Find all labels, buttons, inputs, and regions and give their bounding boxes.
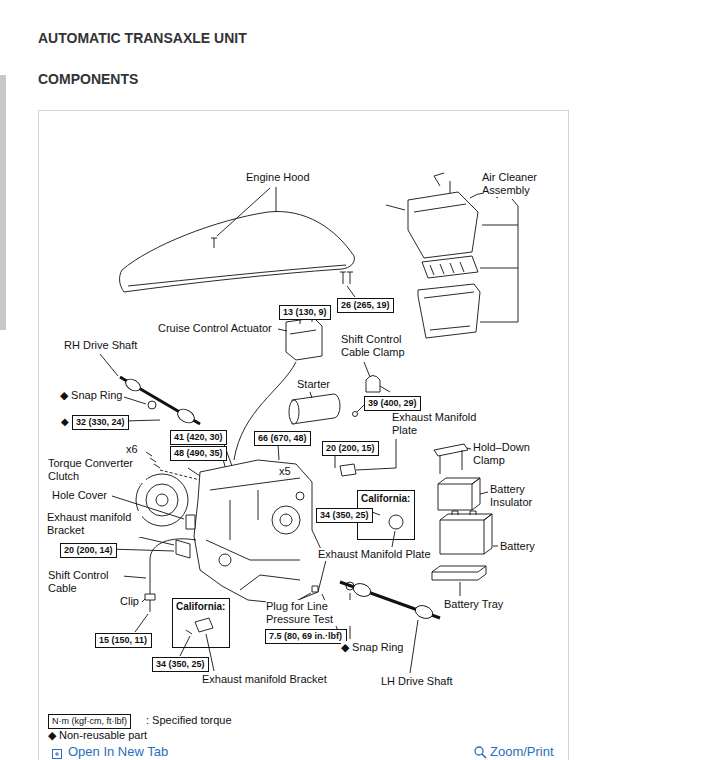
torque-value: 34 (350, 25) <box>156 659 205 670</box>
torque-spec-box: 34 (350, 25) <box>316 508 373 523</box>
torque-value: 39 (400, 29) <box>368 398 417 409</box>
part-label: Hold–Down Clamp <box>473 441 537 467</box>
torque-value: 32 (330, 24) <box>76 417 125 428</box>
zoom-icon <box>475 747 483 755</box>
part-label: Exhaust Manifold Plate <box>392 411 487 437</box>
torque-value: 20 (200, 15) <box>326 443 375 454</box>
page-title: AUTOMATIC TRANSAXLE UNIT <box>38 30 247 47</box>
torque-value: 66 (670, 48) <box>258 433 307 444</box>
torque-value: 26 (265, 19) <box>341 300 390 311</box>
section-heading: COMPONENTS <box>38 71 138 88</box>
quantity-label: x5 <box>279 465 291 478</box>
california-box: California: <box>172 598 230 648</box>
torque-value: 7.5 (80, 69 in.·lbf) <box>269 631 343 642</box>
legend-text: : Specified torque <box>146 714 232 727</box>
torque-spec-box: 13 (130, 9) <box>279 305 331 320</box>
part-label: Exhaust Manifold Plate <box>318 548 431 561</box>
part-label: Battery Tray <box>444 598 503 611</box>
torque-spec-box: 48 (490, 35) <box>170 446 227 461</box>
part-label: Hole Cover <box>52 489 107 502</box>
legend-text: ◆ Non-reusable part <box>48 729 147 742</box>
link-text: Zoom/Print <box>490 744 554 759</box>
line-art <box>100 173 518 673</box>
part-label: ◆ Snap Ring <box>60 389 122 402</box>
part-label: LH Drive Shaft <box>381 675 453 688</box>
scrollbar <box>0 75 6 330</box>
torque-value: 48 (490, 35) <box>174 448 223 459</box>
part-label: Starter <box>297 378 330 391</box>
part-label: Clip <box>120 595 139 608</box>
part-label: Cruise Control Actuator <box>158 322 272 335</box>
zoom-icon <box>482 754 486 758</box>
region-heading: California: <box>361 493 411 505</box>
torque-spec-box: 26 (265, 19) <box>337 298 394 313</box>
part-label: ◆ Snap Ring <box>341 641 403 654</box>
torque-spec-box: 39 (400, 29) <box>364 396 421 411</box>
torque-spec-box: 34 (350, 25) <box>152 657 209 672</box>
torque-value: N·m (kgf·cm, ft·lbf) <box>52 716 127 727</box>
part-label: Engine Hood <box>246 171 310 184</box>
legend-torque-box: N·m (kgf·cm, ft·lbf) <box>48 714 131 729</box>
part-label: Torque Converter Clutch <box>48 457 146 483</box>
region-heading: California: <box>176 601 226 613</box>
open-tab-icon <box>53 750 62 759</box>
torque-value: 20 (200, 14) <box>64 545 113 556</box>
torque-spec-box: 66 (670, 48) <box>254 431 311 446</box>
torque-value: 34 (350, 25) <box>320 510 369 521</box>
part-label: RH Drive Shaft <box>64 339 137 352</box>
torque-spec-box: 32 (330, 24) <box>72 415 129 430</box>
part-label: Shift Control Cable <box>48 569 124 595</box>
torque-spec-box: 20 (200, 14) <box>60 543 117 558</box>
figure-frame <box>39 111 569 760</box>
part-label: Air Cleaner Assembly <box>482 171 544 197</box>
part-label: Plug for Line Pressure Test <box>266 600 358 626</box>
part-label: Battery Insulator <box>490 483 546 509</box>
torque-value: 13 (130, 9) <box>283 307 327 318</box>
torque-value: 15 (150, 11) <box>99 635 148 646</box>
open-tab-icon <box>55 752 59 756</box>
torque-spec-box: 41 (420, 30) <box>170 430 227 445</box>
torque-spec-box: 15 (150, 11) <box>95 633 152 648</box>
part-label: Exhaust manifold Bracket <box>202 673 327 686</box>
part-label: Exhaust manifold Bracket <box>47 511 142 537</box>
torque-value: 41 (420, 30) <box>174 432 223 443</box>
part-label: Battery <box>500 540 535 553</box>
part-label: Shift Control Cable Clamp <box>341 333 417 359</box>
torque-spec-box: 7.5 (80, 69 in.·lbf) <box>265 629 347 644</box>
nonreusable-mark: ◆ <box>61 415 69 428</box>
quantity-label: x6 <box>126 443 138 456</box>
link-text: Open In New Tab <box>68 744 168 759</box>
torque-spec-box: 20 (200, 15) <box>322 441 379 456</box>
